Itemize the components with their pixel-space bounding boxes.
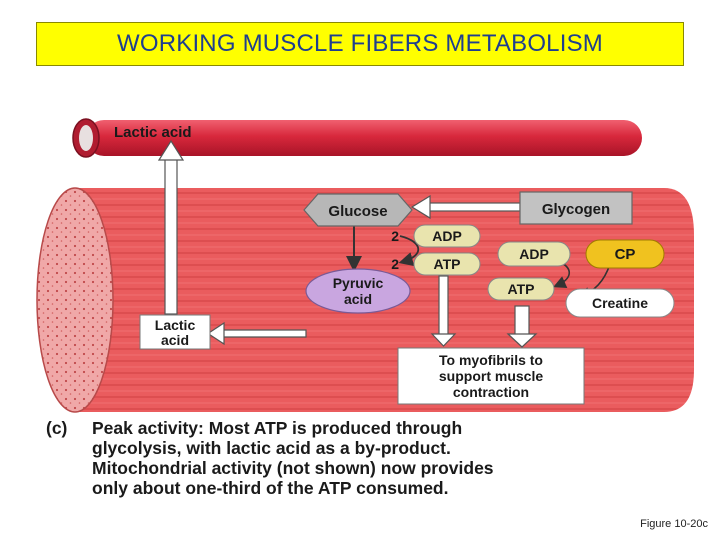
lactic-acid-node: [139, 314, 211, 350]
page-title: WORKING MUSCLE FIBERS METABOLISM: [116, 30, 603, 57]
myofibrils-line1: To myofibrils to: [439, 352, 543, 368]
pyruvic-to-lactic-arrow: [206, 321, 307, 346]
adp-atp-curve-left: [398, 235, 420, 267]
lactic-label-line1: Lactic: [155, 317, 196, 333]
cp-pill: [585, 239, 665, 269]
creatine-label: Creatine: [592, 295, 648, 311]
figure-label: Figure 10-20c: [640, 518, 708, 530]
caption-line-4: only about one-third of the ATP consumed…: [92, 478, 449, 498]
cp-atp-down-arrow: [506, 305, 538, 348]
glucose-node: [303, 193, 413, 227]
adp-left-pill: [413, 224, 481, 248]
adp-right-pill: [497, 241, 571, 267]
creatine-pill: [565, 288, 675, 318]
lactic-label-line2: acid: [161, 332, 189, 348]
adp-right-label: ADP: [519, 246, 549, 262]
caption-tag: (c): [46, 418, 68, 438]
pyruvic-acid-node: [305, 268, 411, 314]
caption-heading: Peak activity:: [92, 418, 204, 438]
adp-coefficient: 2: [391, 228, 399, 244]
title-banner: WORKING MUSCLE FIBERS METABOLISM: [36, 22, 684, 66]
lactic-up-arrow: [157, 139, 185, 315]
glycogen-label: Glycogen: [542, 201, 610, 218]
blood-vessel: [72, 118, 642, 158]
glycolysis-atp-down-arrow: [430, 275, 457, 347]
pyruvic-label-line2: acid: [344, 291, 372, 307]
myofibrils-line2: support muscle: [439, 368, 543, 384]
caption-line-1: (c) Peak activity: Most ATP is produced t…: [46, 418, 666, 438]
glycogen-node: [519, 191, 633, 225]
glucose-label: Glucose: [328, 203, 387, 220]
figure-caption: (c) Peak activity: Most ATP is produced t…: [46, 418, 666, 498]
atp-left-pill: [413, 252, 481, 276]
atp-right-label: ATP: [508, 281, 535, 297]
myofibrils-box: [397, 347, 585, 405]
myofibrils-line3: contraction: [453, 384, 529, 400]
caption-line-3: Mitochondrial activity (not shown) now p…: [92, 458, 494, 478]
caption-line-1-rest: Most ATP is produced through: [203, 418, 463, 438]
atp-right-pill: [487, 277, 555, 301]
adp-left-label: ADP: [432, 228, 462, 244]
pyruvic-label-line1: Pyruvic: [333, 275, 384, 291]
atp-coefficient: 2: [391, 256, 399, 272]
caption-line-2: glycolysis, with lactic acid as a by-pro…: [92, 438, 451, 458]
cp-label: CP: [615, 246, 636, 263]
atp-left-label: ATP: [434, 256, 461, 272]
vessel-lactic-acid-label: Lactic acid: [114, 124, 192, 141]
